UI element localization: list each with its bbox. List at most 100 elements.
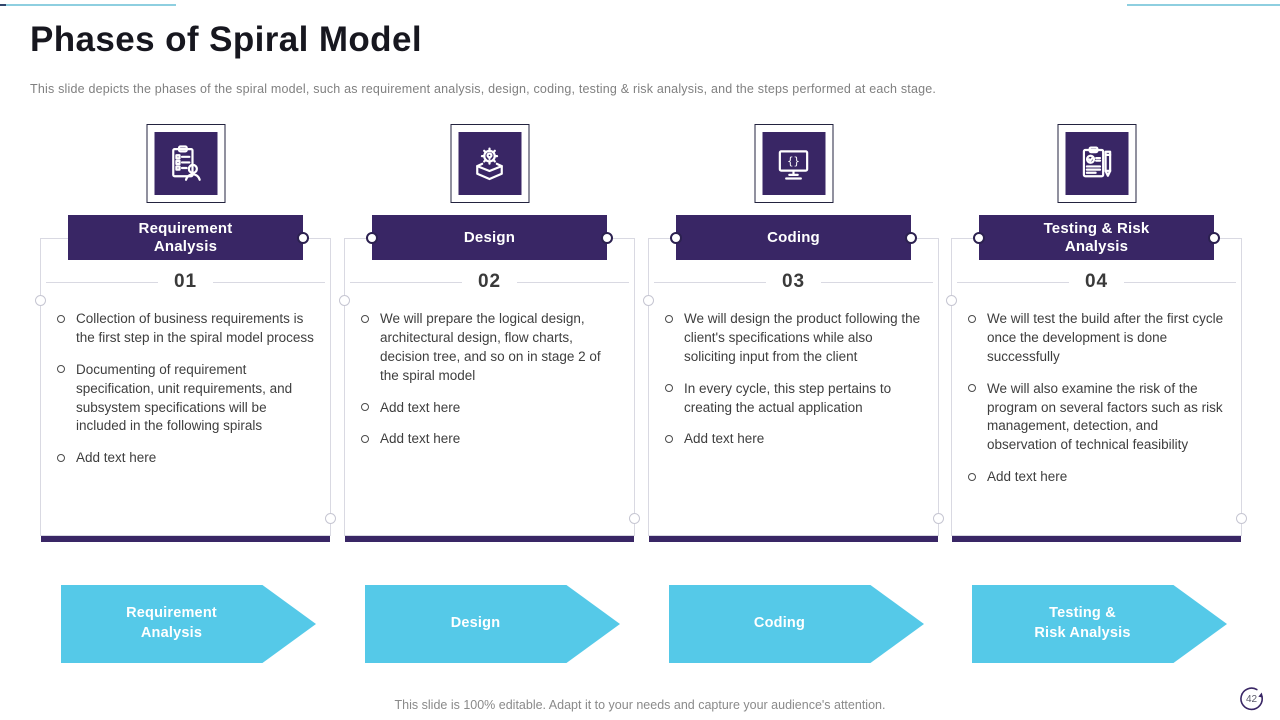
phase-base-bar [41, 536, 330, 542]
page-number: 42 [1245, 693, 1258, 705]
monitor-code-icon: {} [762, 132, 825, 195]
number-rule-right [821, 281, 934, 283]
bullet-text: Add text here [380, 431, 461, 447]
border-node-icon [35, 295, 46, 306]
bullet-text: We will also examine the risk of the pro… [987, 380, 1223, 453]
phase-arrow: Requirement Analysis [61, 585, 316, 663]
bullet-circle-icon [361, 403, 369, 412]
top-rule-cyan-right [1127, 4, 1280, 6]
connector-dot-icon [670, 231, 682, 244]
footer-note: This slide is 100% editable. Adapt it to… [394, 698, 886, 712]
gear-box-icon [458, 132, 521, 195]
bullet-item: Collection of business requirements is t… [53, 310, 316, 348]
phase-bullet-list: We will prepare the logical design, arch… [357, 310, 620, 462]
clipboard-pencil-icon [1065, 132, 1128, 195]
phase-title: Coding [767, 228, 820, 246]
number-rule-right [213, 281, 326, 283]
connector-dot-icon [601, 231, 613, 244]
bullet-circle-icon [665, 384, 673, 393]
slide-subtitle: This slide depicts the phases of the spi… [30, 82, 937, 96]
top-rule-cyan-left [6, 4, 176, 6]
phase-arrow: Coding [669, 585, 924, 663]
phase-title-band: Testing & Risk Analysis [973, 215, 1220, 260]
border-node-icon [933, 513, 944, 524]
bullet-circle-icon [57, 314, 65, 323]
phase-title: Testing & Risk Analysis [1043, 219, 1150, 255]
arrow-label: Requirement Analysis [126, 605, 217, 641]
phase-number-row: 03 [654, 269, 934, 295]
page-number-badge: 42 [1234, 682, 1268, 716]
circular-arrow-icon [1240, 687, 1264, 711]
phase-title-band: Requirement Analysis [68, 215, 309, 260]
bullet-text: We will prepare the logical design, arch… [380, 311, 601, 383]
phase-title: Design [463, 228, 516, 246]
phase-number-row: 04 [957, 269, 1237, 295]
phase-bullet-list: We will design the product following the… [661, 310, 924, 462]
connector-dot-icon [1208, 231, 1220, 244]
phase-arrow: Design [365, 585, 620, 663]
connector-dot-icon [973, 231, 985, 244]
phase-base-bar [649, 536, 938, 542]
phase-title-band: Design [366, 215, 613, 260]
connector-dot-icon [297, 231, 309, 244]
bullet-circle-icon [968, 314, 976, 323]
bullet-item: Add text here [661, 430, 924, 449]
phase-bullet-list: Collection of business requirements is t… [53, 310, 316, 481]
phase-bullet-list: We will test the build after the first c… [964, 310, 1227, 500]
bullet-text: Add text here [380, 399, 461, 415]
phase-base-bar [952, 536, 1241, 542]
bullet-text: Add text here [684, 431, 765, 447]
bullet-item: We will design the product following the… [661, 310, 924, 367]
phase-number: 04 [1084, 271, 1109, 292]
connector-dot-icon [366, 231, 378, 244]
phase-column-design: Design 02 We will prepare the logical de… [339, 124, 640, 670]
bullet-item: Add text here [964, 468, 1227, 487]
number-rule-right [1124, 281, 1237, 283]
bullet-circle-icon [665, 434, 673, 443]
border-node-icon [629, 513, 640, 524]
svg-text:{}: {} [787, 155, 800, 167]
bullet-circle-icon [665, 314, 673, 323]
bullet-circle-icon [968, 384, 976, 393]
phase-arrow: Testing & Risk Analysis [972, 585, 1227, 663]
phase-number-row: 02 [350, 269, 630, 295]
connector-dot-icon [905, 231, 917, 244]
bullet-text: Add text here [987, 469, 1068, 485]
bullet-text: Add text here [76, 450, 157, 466]
icon-frame [1057, 124, 1136, 203]
bullet-text: We will design the product following the… [684, 311, 921, 364]
bullet-item: Add text here [357, 399, 620, 418]
bullet-item: Add text here [53, 449, 316, 468]
phase-number: 02 [477, 271, 502, 292]
phase-base-bar [345, 536, 634, 542]
arrow-label: Coding [753, 615, 806, 632]
phase-title-band: Coding [670, 215, 917, 260]
number-rule-left [350, 281, 462, 283]
border-node-icon [339, 295, 350, 306]
bullet-text: In every cycle, this step pertains to cr… [684, 380, 892, 415]
bullet-item: We will also examine the risk of the pro… [964, 380, 1227, 456]
bullet-item: Documenting of requirement specification… [53, 361, 316, 437]
border-node-icon [946, 295, 957, 306]
phase-title: Requirement Analysis [138, 219, 233, 255]
border-node-icon [325, 513, 336, 524]
icon-frame: {} [754, 124, 833, 203]
icon-frame [146, 124, 225, 203]
bullet-text: Collection of business requirements is t… [76, 311, 314, 345]
arrow-label: Design [450, 615, 501, 632]
phase-number-row: 01 [46, 269, 326, 295]
phase-column-requirement-analysis: Requirement Analysis 01 Collection of bu… [35, 124, 336, 670]
bullet-circle-icon [361, 314, 369, 323]
bullet-item: We will test the build after the first c… [964, 310, 1227, 367]
clipboard-user-icon [154, 132, 217, 195]
icon-frame [450, 124, 529, 203]
bullet-text: We will test the build after the first c… [987, 311, 1224, 364]
arrow-label: Testing & Risk Analysis [1034, 605, 1131, 641]
page-title: Phases of Spiral Model [30, 20, 422, 59]
border-node-icon [643, 295, 654, 306]
bullet-circle-icon [968, 472, 976, 481]
top-rule-navy-segment [0, 4, 6, 6]
phase-number: 01 [173, 271, 198, 292]
border-node-icon [1236, 513, 1247, 524]
bullet-item: Add text here [357, 430, 620, 449]
